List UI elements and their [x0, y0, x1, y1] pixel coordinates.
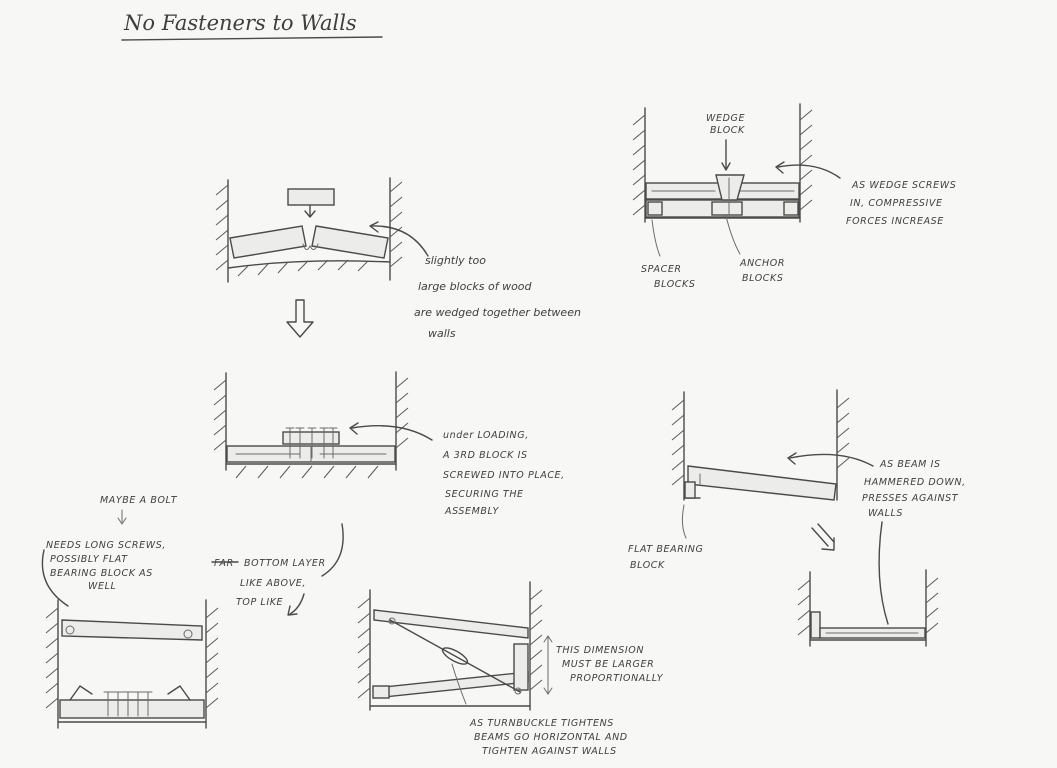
label-turnbuckle-line3: TIGHTEN AGAINST WALLS: [482, 746, 617, 757]
label-bottom-line2: LIKE ABOVE,: [240, 578, 306, 589]
bottom-beam: [60, 700, 204, 718]
leader-beam-note-head: [788, 453, 796, 464]
diagram-wedged-blocks: [216, 178, 402, 282]
label-slightly-line3: are wedged together between: [414, 306, 581, 319]
label-beam-note-line3: PRESSES AGAINST: [862, 493, 959, 504]
label-wedge-note-line3: FORCES INCREASE: [846, 216, 944, 227]
label-bottom-line1: BOTTOM LAYER: [244, 558, 326, 569]
left-wall-hatch: [358, 598, 370, 698]
label-turnbuckle-line2: BEAMS GO HORIZONTAL AND: [474, 732, 628, 743]
label-dimension-line2: MUST BE LARGER: [562, 659, 654, 670]
top-beam: [62, 620, 202, 640]
label-dimension-line3: PROPORTIONALLY: [570, 673, 664, 684]
label-dimension-line1: THIS DIMENSION: [556, 645, 644, 656]
label-beam-note-line4: WALLS: [868, 508, 903, 519]
label-spacer-line2: BLOCKS: [654, 279, 696, 290]
label-maybe-bolt: MAYBE A BOLT: [100, 495, 178, 506]
diagram-two-layer: [46, 600, 218, 728]
right-wall-hatch: [206, 608, 218, 708]
right-wall-hatch: [926, 578, 938, 633]
left-wall-hatch: [633, 115, 645, 215]
leader-wedge-note-head: [776, 162, 784, 173]
diagram-flat-beam: [798, 570, 938, 646]
leader-bottom-down-head: [288, 606, 297, 615]
label-slightly-line4: walls: [428, 327, 456, 340]
label-screws-line4: WELL: [88, 581, 116, 592]
bottom-block-left: [373, 686, 389, 698]
leader-loading: [352, 426, 432, 440]
label-wedge-block-line2: BLOCK: [710, 125, 745, 136]
left-wall-hatch: [214, 380, 226, 450]
spacer-block-right: [784, 202, 798, 215]
right-wall-hatch: [396, 378, 408, 448]
label-beam-note-line2: HAMMERED DOWN,: [864, 477, 966, 488]
flat-bearing-block: [685, 482, 695, 498]
left-tilted-block: [230, 226, 306, 258]
support-right: [168, 686, 190, 700]
support-left: [70, 686, 92, 700]
label-loading-line2: A 3RD BLOCK IS: [442, 450, 528, 461]
third-block: [283, 432, 339, 444]
leader-flat-beam: [879, 522, 888, 624]
leader-spacer: [652, 220, 660, 256]
label-turnbuckle-line1: AS TURNBUCKLE TIGHTENS: [469, 718, 614, 729]
label-slightly-line1: slightly too: [425, 254, 486, 267]
diagram-turnbuckle: [358, 582, 542, 710]
transition-arrow-2: [812, 524, 834, 550]
label-wedge-note-line2: IN, COMPRESSIVE: [850, 198, 943, 209]
label-bottom-line3: TOP LIKE: [236, 597, 283, 608]
leader-anchor: [726, 216, 740, 254]
label-flat-line1: FLAT BEARING: [628, 544, 703, 555]
label-slightly-line2: large blocks of wood: [418, 280, 533, 293]
right-wall-hatch: [390, 182, 402, 267]
title-underline: [122, 37, 382, 40]
diagram-tilted-beam: [672, 390, 849, 500]
top-block: [288, 189, 334, 205]
label-loading-line1: under LOADING,: [443, 430, 529, 441]
label-loading-line4: SECURING THE: [445, 489, 524, 500]
label-loading-line5: ASSEMBLY: [444, 506, 500, 517]
tilted-beam: [688, 466, 836, 500]
leader-slightly-head: [370, 222, 378, 232]
leader-wedge-note: [778, 165, 840, 178]
transition-arrow-1: [287, 300, 313, 337]
bearing-block-right: [514, 644, 528, 690]
left-wall-hatch: [672, 400, 684, 485]
label-screws-line2: POSSIBLY FLAT: [50, 554, 128, 565]
right-wall-hatch: [800, 110, 812, 210]
leader-loading-head: [350, 423, 358, 434]
floor-hatch: [238, 260, 368, 276]
label-flat-line2: BLOCK: [630, 560, 665, 571]
label-screws-line1: NEEDS LONG SCREWS,: [46, 540, 166, 551]
leader-flat: [682, 505, 686, 538]
label-anchor-line1: ANCHOR: [739, 258, 785, 269]
left-wall-hatch: [798, 580, 810, 635]
label-beam-note-line1: AS BEAM IS: [879, 459, 941, 470]
floor-hatch: [236, 466, 378, 478]
diagram-under-loading: [214, 372, 408, 478]
leader-bottom-down: [290, 594, 304, 614]
label-loading-line3: SCREWED INTO PLACE,: [443, 470, 565, 481]
page-title: No Fasteners to Walls: [123, 11, 357, 35]
label-spacer-line1: SPACER: [641, 264, 682, 275]
spacer-block-left: [648, 202, 662, 215]
right-wall-hatch: [530, 590, 542, 690]
left-wall-hatch: [216, 185, 228, 270]
label-wedge-note-line1: AS WEDGE SCREWS: [851, 180, 956, 191]
anchor-block: [712, 202, 742, 215]
label-bottom-strike: FAR: [214, 558, 234, 569]
floor-line: [228, 261, 390, 268]
right-wall-hatch: [837, 398, 849, 468]
bearing-block: [811, 612, 820, 638]
label-wedge-block-line1: WEDGE: [706, 113, 745, 124]
bottom-beam: [374, 672, 528, 698]
leader-beam-note: [790, 454, 873, 466]
left-wall-hatch: [46, 608, 58, 708]
label-screws-line3: BEARING BLOCK AS: [50, 568, 153, 579]
label-anchor-line2: BLOCKS: [742, 273, 784, 284]
